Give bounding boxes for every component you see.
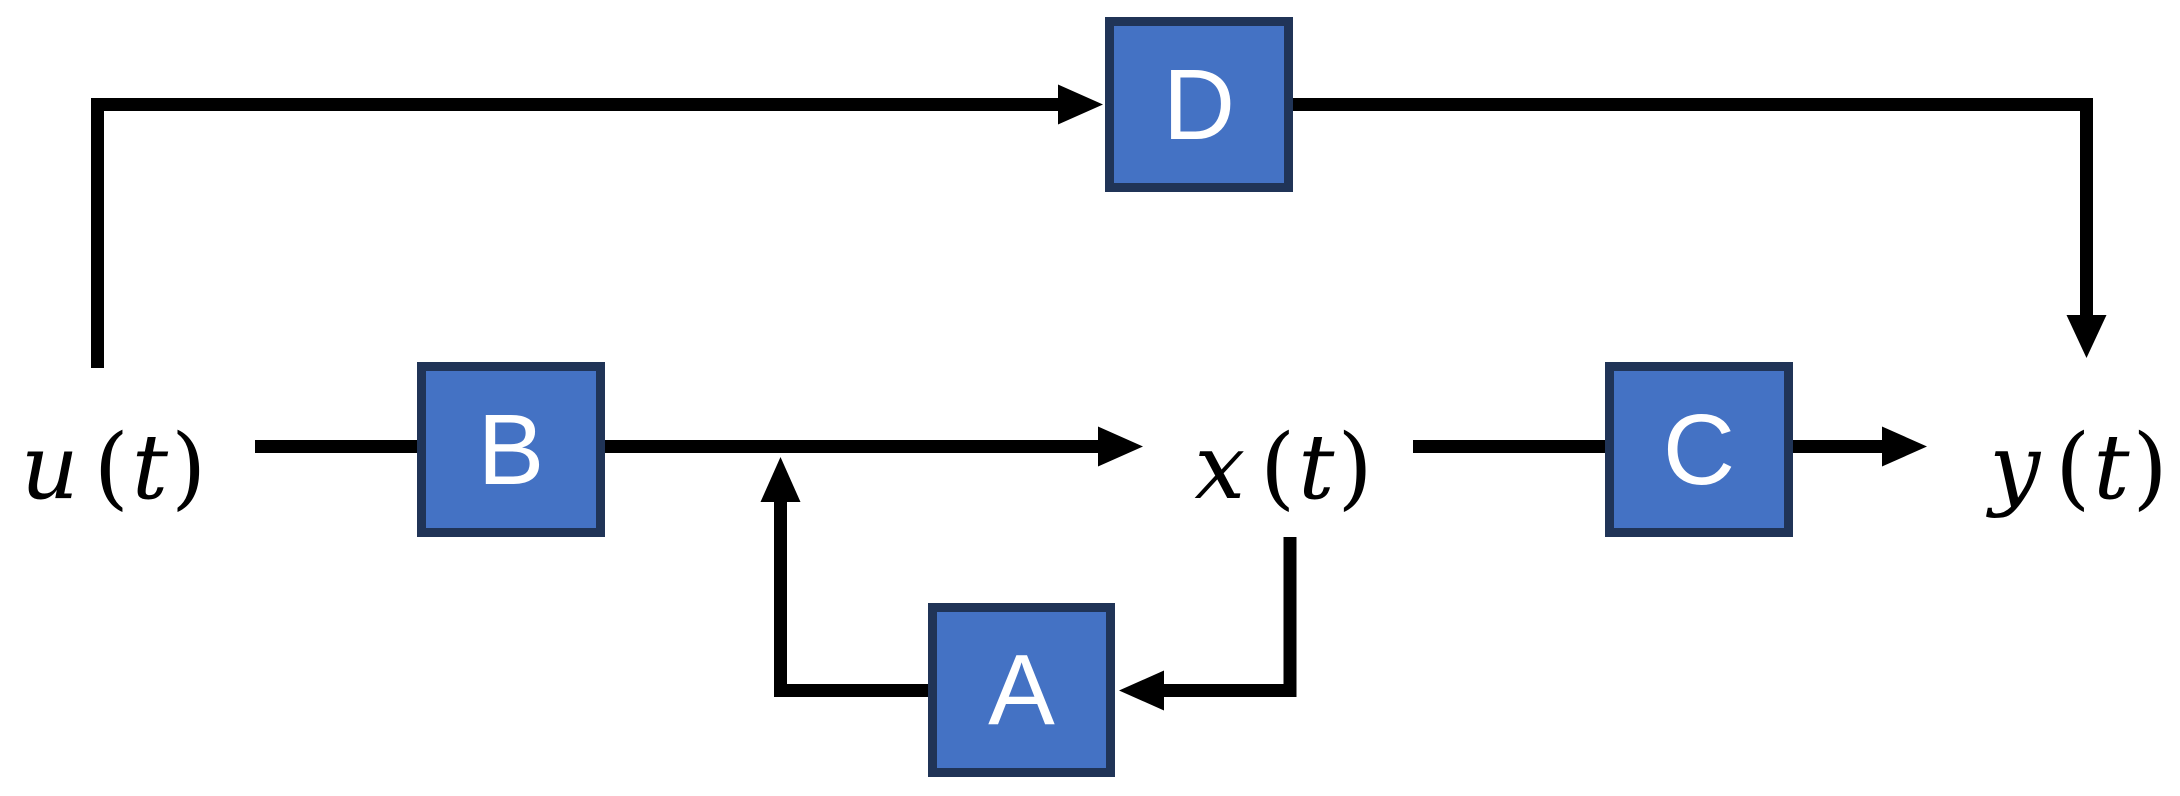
block-a-label: A [988,634,1055,746]
connector-a-to-junction [760,457,928,697]
arrowhead-down-icon [2066,315,2107,358]
wire [1164,537,1297,697]
signal-label-y: y(t) [1965,400,2180,535]
connector-x-to-a [1119,537,1297,711]
signal-x-arg: t [1298,414,1338,520]
signal-y-arg: t [2093,414,2133,520]
arrowhead-right-icon [1098,426,1143,467]
arrowhead-left-icon [1119,670,1164,711]
signal-u-close-paren: ) [171,414,210,520]
wire [1293,98,2093,316]
connector-u-to-d [91,84,1103,368]
block-c-label: C [1662,393,1736,506]
block-b-label: B [477,393,545,506]
signal-x-open-paren: ( [1260,414,1299,520]
arrowhead-up-icon [760,457,801,502]
signal-u-open-paren: ( [93,414,132,520]
block-a: A [928,603,1115,777]
block-d-label: D [1162,48,1236,161]
arrowhead-right-icon [1882,426,1927,467]
signal-u-arg: t [131,414,172,520]
block-d: D [1105,17,1293,192]
block-c: C [1605,362,1793,537]
wire [774,501,928,697]
connector-d-to-y [1293,98,2107,358]
signal-u-var: u [20,414,82,520]
signal-label-u: u(t) [0,400,230,535]
wire [91,98,1058,368]
arrowhead-right-icon [1058,84,1103,125]
block-b: B [417,362,605,537]
signal-y-open-paren: ( [2055,414,2094,520]
signal-x-var: x [1194,414,1249,520]
signal-y-var: y [1989,414,2044,520]
signal-label-x: x(t) [1170,400,1400,535]
connector-b-to-x [605,426,1143,467]
signal-y-close-paren: ) [2132,414,2171,520]
signal-x-close-paren: ) [1337,414,1376,520]
connector-c-to-y [1793,426,1927,467]
